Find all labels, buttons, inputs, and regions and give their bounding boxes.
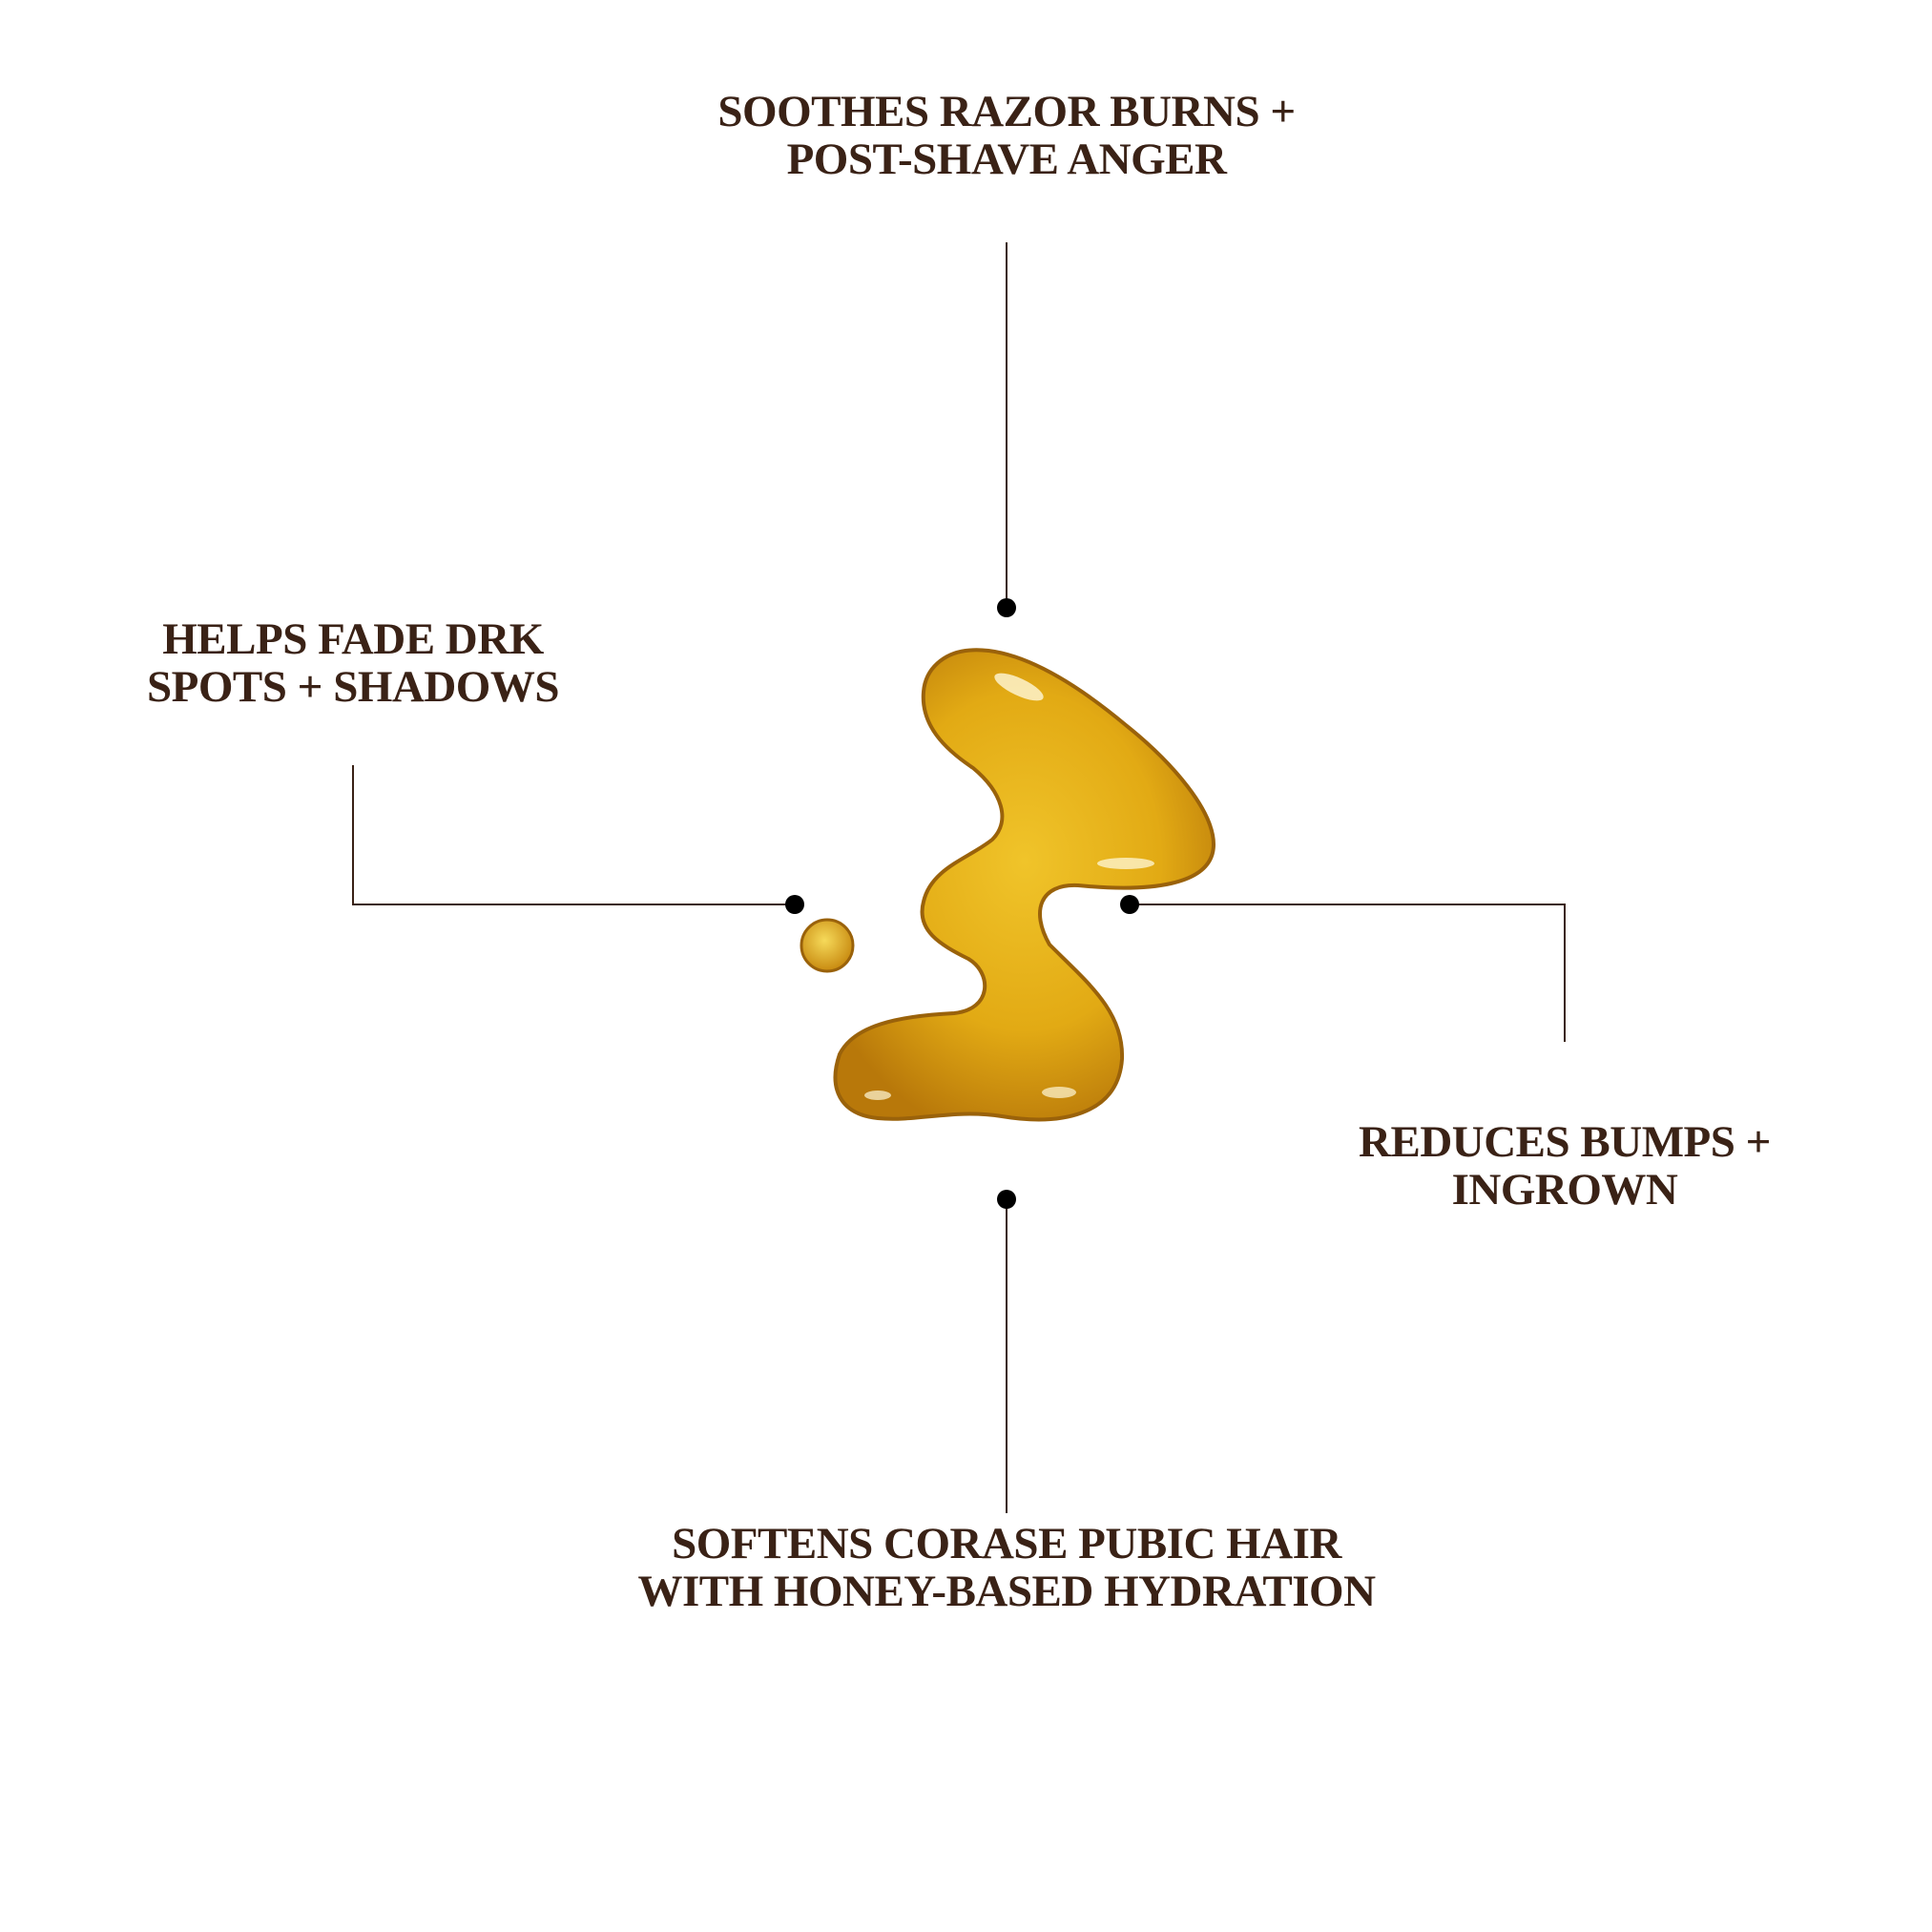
callout-right: REDUCES BUMPS + INGROWN [1359, 1118, 1771, 1214]
right-connector-line [1130, 904, 1566, 1042]
top-dot [997, 598, 1016, 617]
callout-bottom-line2: WITH HONEY-BASED HYDRATION [637, 1567, 1376, 1616]
honey-highlight [864, 1091, 891, 1100]
callout-bottom: SOFTENS CORASE PUBIC HAIR WITH HONEY-BAS… [637, 1519, 1376, 1616]
honey-droplet [800, 918, 855, 973]
callout-right-line1: REDUCES BUMPS + [1359, 1117, 1771, 1167]
callout-top-line2: POST-SHAVE ANGER [786, 135, 1227, 184]
honey-drop-image [800, 648, 1216, 1122]
callout-right-line2: INGROWN [1451, 1165, 1678, 1215]
connector-dots [785, 598, 1139, 1209]
callout-left-line1: HELPS FADE DRK [162, 614, 544, 664]
callout-left: HELPS FADE DRK SPOTS + SHADOWS [147, 615, 559, 711]
connector-lines [352, 242, 1566, 1513]
honey-highlight [1097, 858, 1154, 869]
honey-blob [833, 648, 1216, 1122]
callout-bottom-line1: SOFTENS CORASE PUBIC HAIR [672, 1519, 1341, 1568]
right-dot [1120, 895, 1139, 914]
left-dot [785, 895, 804, 914]
callout-top: SOOTHES RAZOR BURNS + POST-SHAVE ANGER [717, 87, 1296, 184]
callout-top-line1: SOOTHES RAZOR BURNS + [717, 87, 1296, 136]
callout-left-line2: SPOTS + SHADOWS [147, 662, 559, 712]
honey-highlight [994, 673, 1044, 701]
left-connector-line [352, 765, 795, 905]
bottom-dot [997, 1190, 1016, 1209]
honey-highlight [1042, 1087, 1076, 1098]
